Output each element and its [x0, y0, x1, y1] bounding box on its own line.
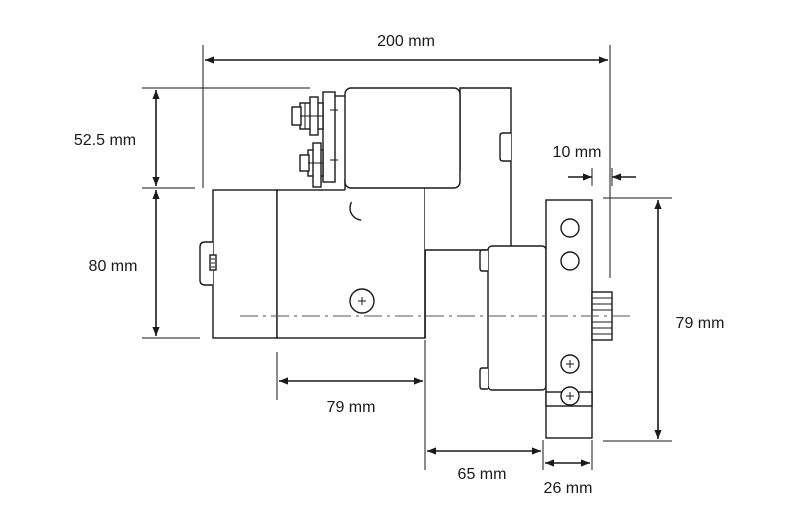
label-overall-length: 200 mm	[377, 33, 435, 50]
gear-housing-lug-top	[479, 249, 488, 272]
flange-hole-2	[560, 251, 580, 271]
housing-screw-bottom	[349, 288, 375, 314]
label-body-height: 80 mm	[89, 258, 138, 275]
solenoid-cap	[322, 91, 336, 183]
dimension-lines	[152, 56, 662, 467]
gear-housing-lug-bottom	[479, 367, 488, 390]
label-motor-length: 79 mm	[327, 399, 376, 416]
solenoid-terminal-upper	[291, 96, 324, 136]
label-gear-housing-length: 65 mm	[458, 466, 507, 483]
flange-hole-1	[560, 218, 580, 238]
starter-motor	[199, 87, 632, 439]
solenoid-terminal-lower	[299, 142, 324, 188]
end-cap-clip	[199, 241, 213, 286]
gear-housing	[487, 245, 547, 391]
extension-lines	[142, 45, 672, 470]
label-nose-length: 26 mm	[544, 480, 593, 497]
rear-clip	[499, 132, 511, 162]
label-solenoid-height: 52.5 mm	[74, 132, 136, 149]
label-flange-thickness: 10 mm	[553, 144, 602, 161]
flange-bolt-1	[560, 354, 580, 374]
dimension-labels: 200 mm 52.5 mm 80 mm 10 mm 79 mm 79 mm 6…	[74, 33, 725, 497]
flange-bolt-2	[560, 386, 580, 406]
label-flange-height: 79 mm	[676, 315, 725, 332]
solenoid	[344, 87, 461, 189]
end-cap	[212, 189, 278, 339]
